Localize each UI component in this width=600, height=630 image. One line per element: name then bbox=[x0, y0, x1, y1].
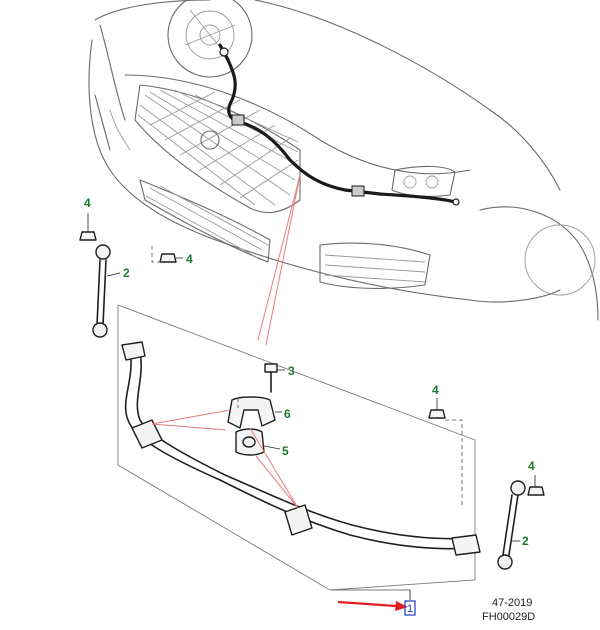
part-1-highlight-box bbox=[404, 600, 416, 616]
bush bbox=[235, 428, 281, 456]
part-1-indicator: 1 bbox=[337, 590, 416, 616]
nut-right bbox=[527, 475, 545, 496]
callout-3: 3 bbox=[288, 364, 295, 378]
vehicle-location-leaders bbox=[257, 174, 301, 346]
stabilizer-bar bbox=[121, 341, 481, 556]
drop-link-right bbox=[497, 480, 526, 570]
figure-code: FH00029D bbox=[482, 611, 535, 623]
vehicle-front-illustration bbox=[88, 0, 599, 321]
exploded-view-frame bbox=[117, 304, 476, 591]
callout-2-right: 2 bbox=[522, 534, 529, 548]
nut-mid-right bbox=[428, 398, 463, 505]
callout-4-mid-left: 4 bbox=[186, 252, 193, 266]
nut-mid-left bbox=[151, 246, 183, 263]
diagram-reference-code: 47-2019 bbox=[492, 597, 532, 609]
callout-4-mid-right: 4 bbox=[432, 383, 439, 397]
callout-2-left: 2 bbox=[123, 266, 130, 280]
callout-5: 5 bbox=[282, 444, 289, 458]
drop-link-left bbox=[92, 244, 111, 338]
bolt bbox=[264, 363, 285, 393]
callout-4-upper-left: 4 bbox=[84, 196, 91, 210]
nut-upper-left bbox=[79, 213, 97, 241]
component-association-leaders bbox=[151, 409, 299, 509]
part-1-label: 1 bbox=[407, 603, 413, 615]
callout-4-right: 4 bbox=[528, 459, 535, 473]
bracket-clamp bbox=[227, 396, 282, 429]
callout-6: 6 bbox=[284, 407, 291, 421]
